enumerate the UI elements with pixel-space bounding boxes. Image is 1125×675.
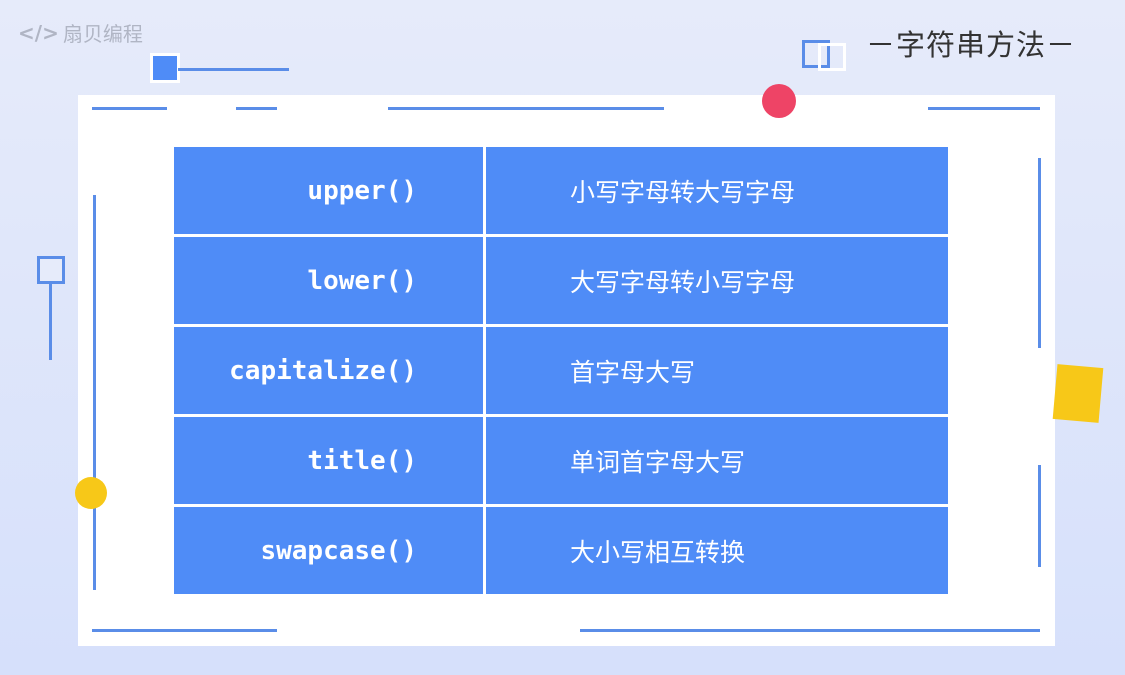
deco-line bbox=[92, 107, 167, 110]
deco-square-outline-white bbox=[818, 43, 846, 71]
deco-line bbox=[93, 195, 96, 590]
red-ball-icon bbox=[762, 84, 796, 118]
method-cell: upper() bbox=[171, 144, 486, 237]
desc-cell: 首字母大写 bbox=[483, 324, 951, 417]
deco-line bbox=[388, 107, 664, 110]
deco-line bbox=[92, 629, 277, 632]
code-icon: </> bbox=[18, 20, 59, 45]
deco-line bbox=[1038, 465, 1041, 567]
yellow-note-icon bbox=[1052, 364, 1104, 423]
page-title: －字符串方法－ bbox=[866, 28, 1077, 62]
method-cell: capitalize() bbox=[171, 324, 486, 417]
deco-line bbox=[178, 68, 289, 71]
method-cell: swapcase() bbox=[171, 504, 486, 597]
deco-square bbox=[150, 53, 180, 83]
deco-line bbox=[580, 629, 1040, 632]
desc-cell: 小写字母转大写字母 bbox=[483, 144, 951, 237]
deco-square-outline bbox=[802, 40, 830, 68]
deco-line bbox=[236, 107, 277, 110]
table-row: upper()小写字母转大写字母 bbox=[171, 144, 951, 237]
yellow-ball-icon bbox=[75, 477, 107, 509]
deco-line bbox=[49, 283, 52, 360]
table-row: swapcase()大小写相互转换 bbox=[171, 504, 951, 597]
table-row: capitalize()首字母大写 bbox=[171, 324, 951, 417]
desc-cell: 大写字母转小写字母 bbox=[483, 234, 951, 327]
table-row: title()单词首字母大写 bbox=[171, 414, 951, 507]
method-cell: lower() bbox=[171, 234, 486, 327]
methods-table: upper()小写字母转大写字母 lower()大写字母转小写字母 capita… bbox=[171, 144, 951, 597]
desc-cell: 单词首字母大写 bbox=[483, 414, 951, 507]
deco-line bbox=[928, 107, 1040, 110]
table-row: lower()大写字母转小写字母 bbox=[171, 234, 951, 327]
method-cell: title() bbox=[171, 414, 486, 507]
desc-cell: 大小写相互转换 bbox=[483, 504, 951, 597]
deco-line bbox=[1038, 158, 1041, 348]
deco-square-outline bbox=[37, 256, 65, 284]
brand-logo: </>扇贝编程 bbox=[18, 20, 143, 47]
